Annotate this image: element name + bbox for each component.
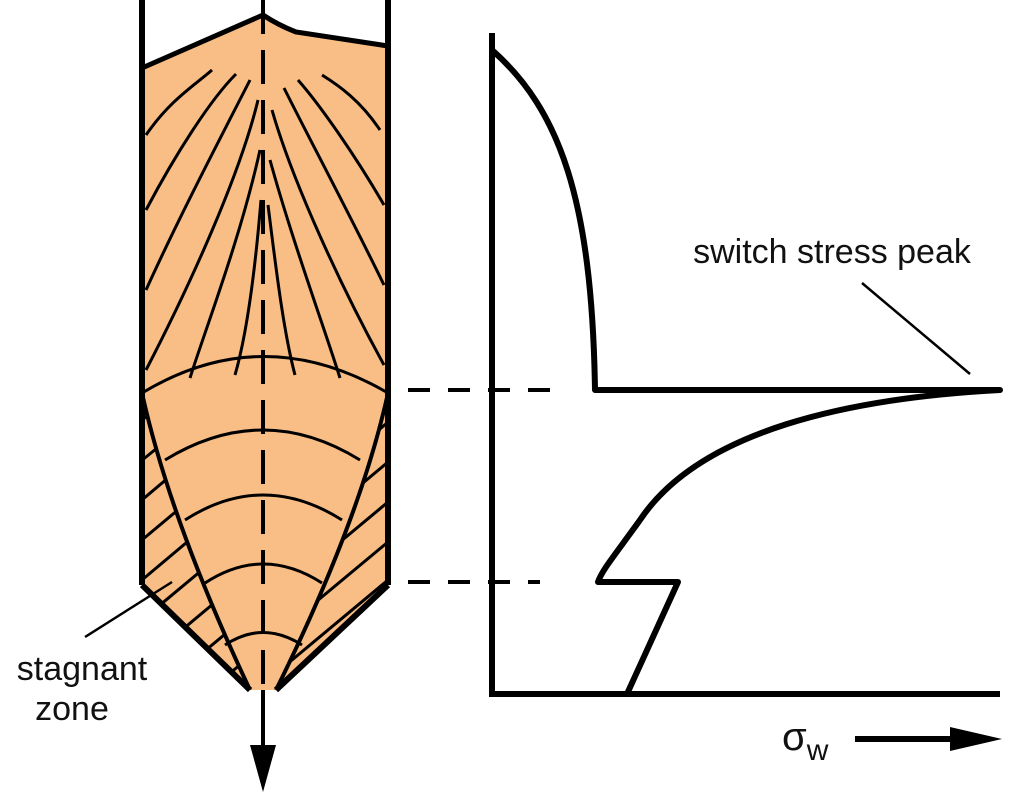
- switch-stress-peak-leader: [861, 282, 971, 375]
- stress-plot: [489, 33, 1003, 697]
- switch-stress-peak-label: switch stress peak: [693, 233, 972, 271]
- wall-stress-curve: [489, 47, 1003, 697]
- silo: [139, 0, 391, 792]
- sigma-main: σ: [782, 715, 807, 759]
- level-guides: [408, 388, 565, 584]
- stagnant-zone-leader: [84, 580, 173, 639]
- stagnant-zone-boundaries: [140, 392, 390, 691]
- silo-walls: [139, 0, 391, 693]
- switch-stress-peak-callout: switch stress peak: [693, 233, 972, 375]
- right-arrow-icon: [855, 727, 1002, 751]
- sigma-axis-label: σw: [782, 715, 1002, 767]
- stagnant-zone-callout: stagnant zone: [17, 580, 173, 728]
- stagnant-zone-label-line1: stagnant: [17, 650, 148, 688]
- sigma-subscript: w: [806, 734, 829, 767]
- down-arrow-icon: [250, 690, 276, 792]
- sigma-symbol: σw: [782, 715, 829, 767]
- stagnant-zone-label-line2: zone: [35, 690, 109, 728]
